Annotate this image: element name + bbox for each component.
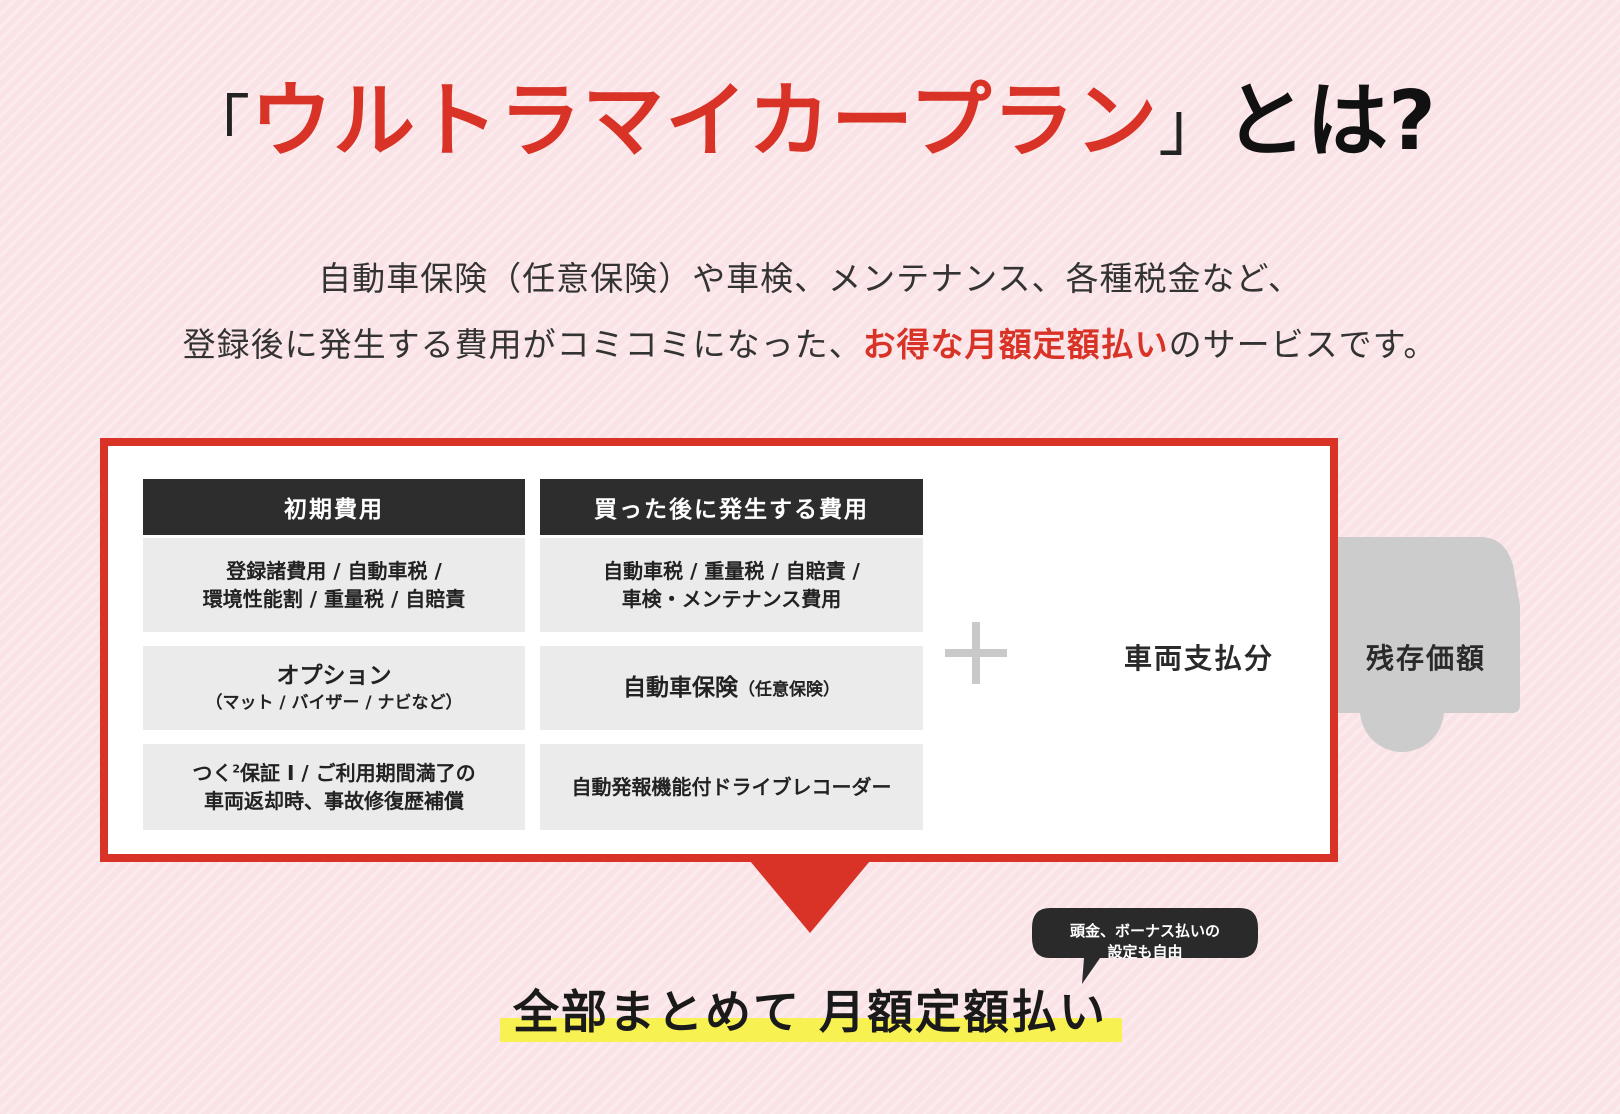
lead-line-1: 自動車保険（任意保険）や車検、メンテナンス、各種税金など、 <box>318 259 1302 298</box>
cost-cell-dashcam: 自動発報機能付ドライブレコーダー <box>540 744 923 830</box>
lead-highlight: お得な月額定額払い <box>862 325 1169 364</box>
plan-name: ウルトラマイカープラン <box>250 74 1159 169</box>
lead-line-2: 登録後に発生する費用がコミコミになった、お得な月額定額払いのサービスです。 <box>0 318 1620 366</box>
cell-line: 車両返却時、事故修復歴補償 <box>204 789 464 813</box>
cell-sub-label: （任意保険） <box>738 679 840 700</box>
column-header-after-purchase-costs: 買った後に発生する費用 <box>540 479 923 535</box>
residual-value-label: 残存価額 <box>1366 642 1487 675</box>
cell-line: 車検・メンテナンス費用 <box>621 587 842 611</box>
lead-line-2-post: のサービスです。 <box>1168 325 1438 364</box>
cell-main-label: オプション <box>276 663 392 689</box>
speech-bubble-icon <box>1032 908 1258 984</box>
cell-line: つく2保証 I / ご利用期間満了の <box>192 759 475 787</box>
bubble-line: 頭金、ボーナス払いの <box>1069 922 1220 940</box>
lead-line-2-pre: 登録後に発生する費用がコミコミになった、 <box>182 325 863 364</box>
car-rear-wheel <box>1360 668 1444 752</box>
cell-line: 環境性能割 / 重量税 / 自賠責 <box>202 587 466 611</box>
warranty-name: つく <box>192 761 233 785</box>
title-bracket-open: 「 <box>184 88 251 165</box>
vehicle-payment-label: 車両支払分 <box>1124 642 1275 675</box>
cost-cell-warranty: つく2保証 I / ご利用期間満了の 車両返却時、事故修復歴補償 <box>143 744 525 830</box>
plus-icon <box>945 622 1007 684</box>
highlight-marker <box>500 1018 1122 1042</box>
cell-line: 自動車保険（任意保険） <box>623 672 840 704</box>
cell-main-label: 自動車保険 <box>623 674 738 701</box>
summary-text: 全部まとめて 月額定額払い <box>512 985 1107 1039</box>
title-bracket-close: 」 <box>1158 88 1225 165</box>
warranty-superscript: 2 <box>232 762 240 776</box>
cost-cell-taxes-maintenance: 自動車税 / 重量税 / 自賠責 / 車検・メンテナンス費用 <box>540 538 923 632</box>
cell-sub-label: （マット / バイザー / ナビなど） <box>205 693 463 714</box>
cell-line: 登録諸費用 / 自動車税 / <box>226 559 442 583</box>
column-header-initial-costs: 初期費用 <box>143 479 525 535</box>
title-suffix: とは? <box>1224 74 1436 169</box>
down-arrow-icon <box>750 861 870 933</box>
cost-cell-options: オプション （マット / バイザー / ナビなど） <box>143 646 525 730</box>
cell-line: 自動車税 / 重量税 / 自賠責 / <box>603 559 860 583</box>
bubble-line: 設定も自由 <box>1107 943 1183 961</box>
warranty-text: 保証 I / ご利用期間満了の <box>240 761 476 785</box>
cell-line: 自動発報機能付ドライブレコーダー <box>571 775 892 799</box>
bubble-text: 頭金、ボーナス払いの 設定も自由 <box>1040 921 1250 963</box>
cost-cell-insurance: 自動車保険（任意保険） <box>540 646 923 730</box>
cost-cell-registration: 登録諸費用 / 自動車税 / 環境性能割 / 重量税 / 自賠責 <box>143 538 525 632</box>
page-title: 「ウルトラマイカープラン」とは? <box>0 62 1620 182</box>
